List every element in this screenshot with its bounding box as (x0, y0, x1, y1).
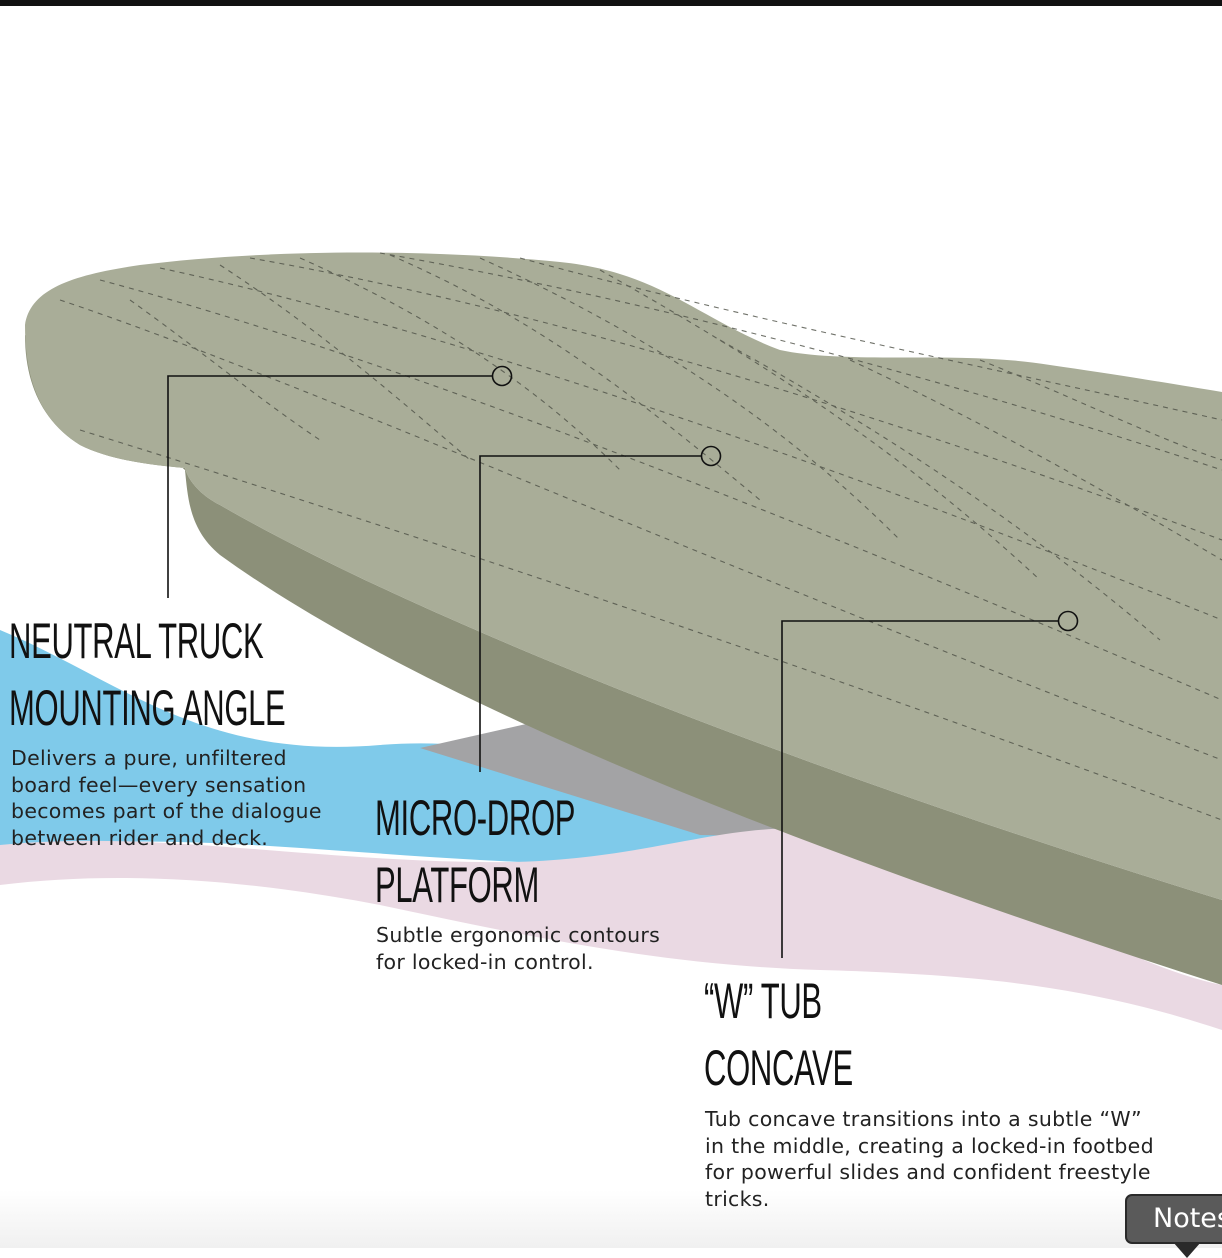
notes-tooltip[interactable]: Notes (1125, 1194, 1222, 1258)
description-line: Delivers a pure, unfiltered (11, 746, 287, 770)
feature-title: “W” TUB (704, 973, 822, 1029)
feature-description: Delivers a pure, unfiltered board feel—e… (11, 745, 322, 851)
deck-side (25, 335, 1222, 985)
feature-description: Subtle ergonomic contours for locked-in … (376, 922, 660, 975)
description-line: Tub concave transitions into a subtle “W… (705, 1107, 1142, 1131)
deck-top (25, 252, 1222, 900)
description-line: becomes part of the dialogue (11, 799, 322, 823)
description-line: in the middle, creating a locked-in foot… (705, 1133, 1154, 1158)
bottom-fade (0, 1190, 1222, 1248)
notes-label: Notes (1153, 1203, 1222, 1234)
feature-title: CONCAVE (704, 1040, 853, 1096)
description-line: tricks. (705, 1186, 770, 1211)
deck-grid-lines (59, 252, 1222, 821)
description-line: for locked-in control. (376, 949, 594, 974)
feature-title: MOUNTING ANGLE (9, 680, 286, 736)
feature-title: MICRO-DROP (375, 790, 576, 846)
description-line: board feel—every sensation (11, 772, 307, 797)
callout-lines (167, 365, 1079, 958)
description-line: between rider and deck. (11, 825, 269, 850)
feature-description: Tub concave transitions into a subtle “W… (705, 1106, 1154, 1212)
feature-title: PLATFORM (375, 857, 540, 913)
description-line: Subtle ergonomic contours (376, 923, 661, 947)
feature-title: NEUTRAL TRUCK (9, 613, 264, 669)
description-line: for powerful slides and confident freest… (705, 1160, 1151, 1184)
top-bar (0, 0, 1222, 6)
